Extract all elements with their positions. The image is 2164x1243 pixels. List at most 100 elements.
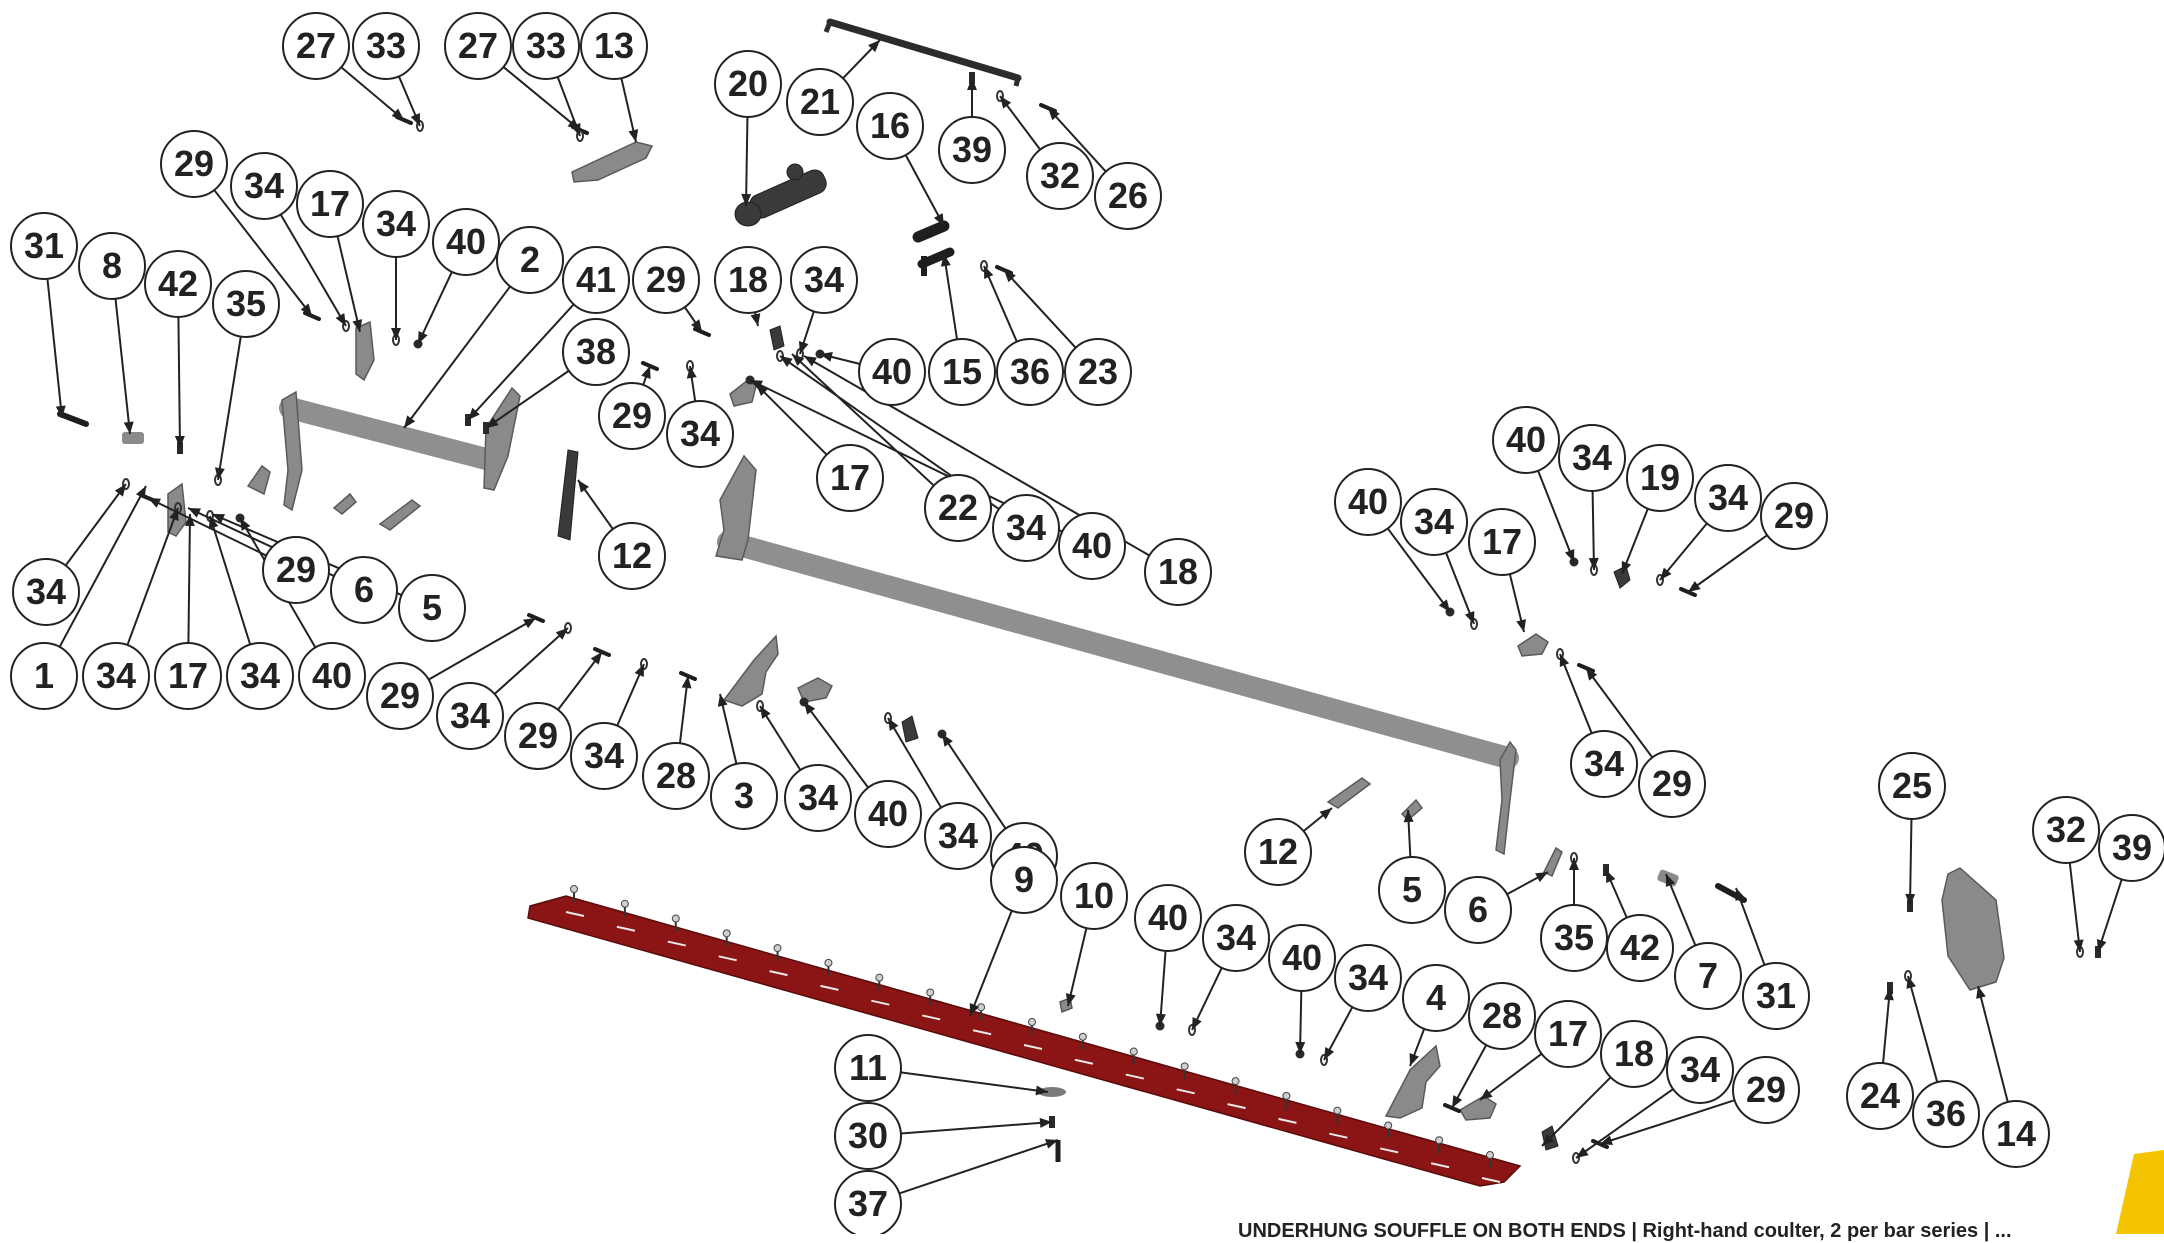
- part-20-cylinder: [734, 163, 827, 227]
- leader-line: [1569, 858, 1579, 905]
- callout-label: 28: [1482, 995, 1522, 1036]
- leader-line: [1003, 269, 1077, 349]
- strip-stud: [922, 988, 941, 1021]
- callout-label: 34: [1006, 507, 1046, 548]
- strip-stud: [565, 885, 585, 917]
- callout-26: 26: [1094, 162, 1162, 230]
- callout-34: 34: [1666, 1036, 1734, 1104]
- part-17-bracket-right: [1517, 633, 1549, 657]
- callout-17: 17: [816, 444, 884, 512]
- callout-label: 18: [1614, 1033, 1654, 1074]
- hardware-item-34: [122, 478, 130, 490]
- callout-label: 29: [1774, 495, 1814, 536]
- callout-label: 16: [870, 105, 910, 146]
- callout-4: 4: [1402, 964, 1470, 1032]
- callout-35: 35: [1540, 904, 1608, 972]
- callout-label: 22: [938, 487, 978, 528]
- callout-15: 15: [928, 338, 996, 406]
- callout-label: 29: [646, 259, 686, 300]
- callout-17: 17: [1534, 1000, 1602, 1068]
- leader-line: [1191, 967, 1223, 1031]
- callout-34: 34: [1694, 464, 1762, 532]
- callout-label: 12: [612, 535, 652, 576]
- callout-label: 29: [276, 549, 316, 590]
- part-3-plate: [722, 634, 779, 707]
- leader-line: [616, 663, 645, 727]
- callout-40: 40: [432, 208, 500, 276]
- callout-40: 40: [1334, 468, 1402, 536]
- callout-label: 34: [804, 259, 844, 300]
- callout-label: 17: [1548, 1013, 1588, 1054]
- callout-34: 34: [1202, 904, 1270, 972]
- leader-line: [620, 77, 639, 143]
- strip-stud: [1380, 1121, 1399, 1154]
- hardware-item-34: [564, 622, 572, 634]
- callout-40: 40: [1268, 924, 1336, 992]
- leader-line: [1621, 508, 1649, 575]
- callout-label: 30: [848, 1115, 888, 1156]
- callout-label: 34: [1708, 477, 1748, 518]
- part-4-plate: [1384, 1044, 1441, 1119]
- leader-line: [1585, 667, 1654, 759]
- leader-line: [900, 1071, 1049, 1096]
- callout-3: 3: [710, 762, 778, 830]
- callout-31: 31: [10, 212, 78, 280]
- strip-stud: [1176, 1062, 1195, 1095]
- part-9-strip: [527, 895, 1522, 1187]
- callout-29: 29: [262, 536, 330, 604]
- callout-label: 10: [1074, 875, 1114, 916]
- callout-32: 32: [2032, 796, 2100, 864]
- leader-line: [184, 513, 195, 644]
- callout-label: 32: [1040, 155, 1080, 196]
- callout-label: 17: [310, 183, 350, 224]
- leader-line: [557, 651, 603, 711]
- leader-line: [999, 95, 1041, 151]
- callout-20: 20: [714, 50, 782, 118]
- leader-line: [1605, 869, 1628, 919]
- leader-line: [1905, 818, 1916, 907]
- callout-40: 40: [1058, 512, 1126, 580]
- hardware-item-34: [342, 320, 350, 332]
- callout-label: 34: [938, 815, 978, 856]
- callout-label: 17: [168, 655, 208, 696]
- callout-24: 24: [1846, 1062, 1914, 1130]
- part-17-bracket-upper: [355, 320, 375, 382]
- leader-line: [1735, 887, 1766, 966]
- hardware-item-32: [996, 90, 1004, 102]
- part-31-pin-left: [57, 411, 89, 427]
- leader-line: [1409, 1028, 1426, 1067]
- leader-line: [1537, 470, 1575, 563]
- callout-27: 27: [282, 12, 350, 80]
- leader-line: [900, 1117, 1053, 1135]
- callout-40: 40: [858, 338, 926, 406]
- callout-label: 39: [952, 129, 992, 170]
- leader-line: [279, 213, 347, 327]
- callout-label: 42: [1620, 927, 1660, 968]
- leader-line: [1976, 985, 2009, 1103]
- leader-line: [842, 39, 881, 79]
- callout-label: 34: [450, 695, 490, 736]
- leader-line: [1445, 552, 1475, 625]
- callout-label: 40: [872, 351, 912, 392]
- callout-23: 23: [1064, 338, 1132, 406]
- callout-9: 9: [990, 846, 1058, 914]
- part-22-strap: [557, 449, 579, 541]
- callout-2: 2: [496, 226, 564, 294]
- callout-34: 34: [790, 246, 858, 314]
- callout-label: 34: [1348, 957, 1388, 998]
- leader-line: [1588, 490, 1599, 571]
- leader-line: [1541, 1076, 1612, 1147]
- callout-label: 34: [1414, 501, 1454, 542]
- callout-label: 40: [1506, 419, 1546, 460]
- leader-line: [64, 483, 127, 567]
- leader-line: [403, 285, 512, 429]
- leader-line: [1323, 1006, 1354, 1061]
- leader-line: [2068, 862, 2084, 953]
- callout-label: 6: [1468, 889, 1488, 930]
- leader-line: [1065, 927, 1088, 1007]
- callout-39: 39: [938, 116, 1006, 184]
- callout-label: 31: [1756, 975, 1796, 1016]
- leader-line: [417, 271, 453, 345]
- callout-40: 40: [1134, 884, 1202, 952]
